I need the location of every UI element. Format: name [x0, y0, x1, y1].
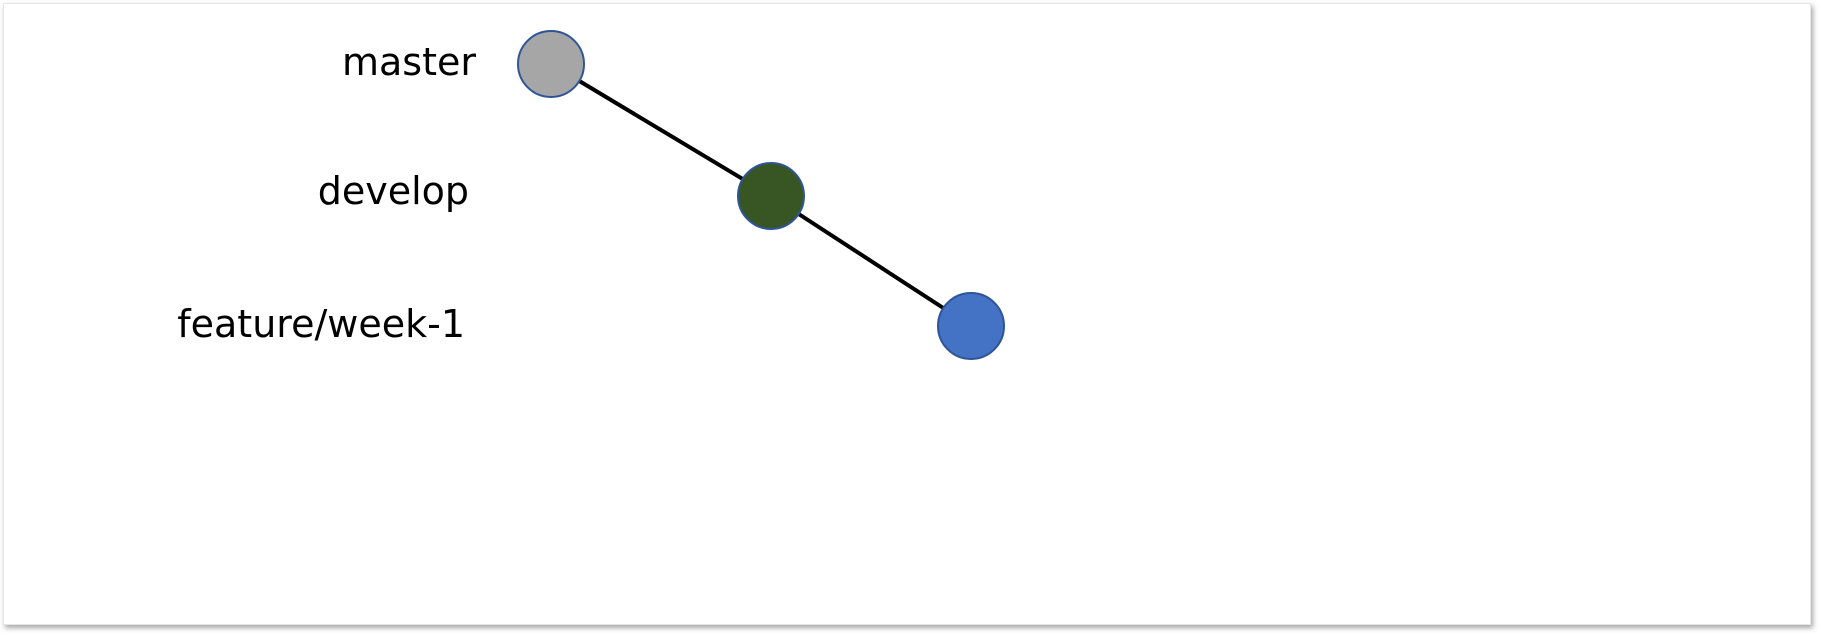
- edge-master-develop: [549, 62, 773, 198]
- commit-node-feature: [937, 292, 1005, 360]
- branch-label-feature: feature/week-1: [177, 302, 465, 346]
- edge-develop-feature: [769, 194, 973, 328]
- branch-label-master: master: [341, 40, 476, 84]
- branch-graph: [517, 30, 1005, 360]
- commit-node-develop: [737, 162, 805, 230]
- commit-node-master: [517, 30, 585, 98]
- diagram-canvas: master develop feature/week-1: [3, 3, 1811, 625]
- branch-label-develop: develop: [317, 169, 469, 213]
